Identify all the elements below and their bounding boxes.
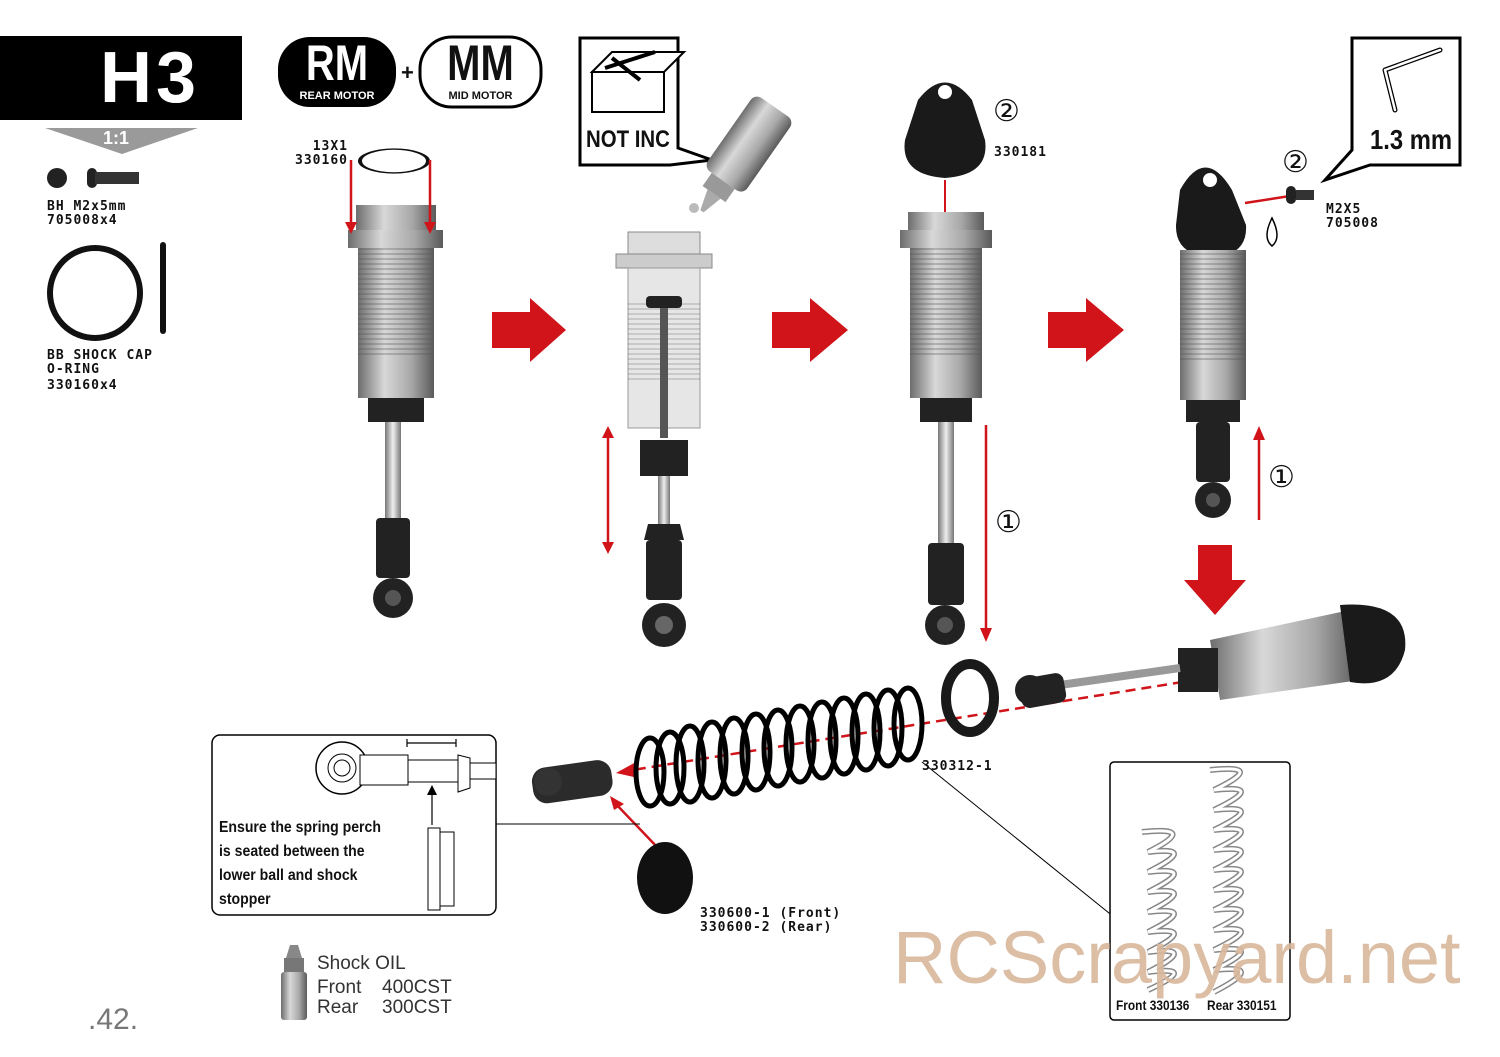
oring-icon: [47, 245, 143, 341]
next-arrow-3: [1048, 298, 1124, 362]
stopper-codes: 330600-1 (Front) 330600-2 (Rear): [700, 906, 842, 935]
spring-icon: [633, 685, 925, 809]
shock-oil-title: Shock OIL: [317, 953, 406, 974]
part-code-screw: 705008x4: [47, 213, 118, 228]
hex-key-size: 1.3 mm: [1370, 124, 1453, 155]
mm-badge: [418, 35, 543, 109]
oil-bottle-icon: [700, 96, 792, 213]
oil-front-label: Front: [317, 977, 362, 998]
spring-rear-label: Rear 330151: [1207, 997, 1277, 1013]
part-name-oring: BB SHOCK CAP O-RING: [47, 348, 153, 377]
step-banner: [0, 36, 242, 120]
scale-triangle: [45, 128, 198, 154]
rm-badge-label: RM: [305, 35, 369, 91]
shock-body-4: [1175, 167, 1314, 520]
plus-sign: +: [401, 60, 414, 85]
spring-perch-code: 330312-1: [922, 759, 993, 774]
shock-cap-icon: [904, 82, 986, 178]
part-code-oring: 330160x4: [47, 378, 118, 393]
down-arrow: [1184, 545, 1246, 615]
shock-body-3: [900, 82, 992, 645]
step-1-marker: ①: [1268, 461, 1295, 494]
not-included-label: NOT INC: [586, 126, 670, 153]
rm-badge-sub: REAR MOTOR: [299, 90, 375, 102]
rm-badge: [278, 37, 396, 107]
mm-badge-sub: MID MOTOR: [448, 90, 513, 102]
shock-body-2: [602, 231, 713, 647]
step-2-marker: ②: [993, 95, 1020, 128]
screw-icon: [47, 168, 139, 188]
assembled-shock-exploded: [496, 604, 1406, 931]
shock-body-1: [345, 148, 443, 618]
oil-front-value: 400CST: [382, 977, 452, 998]
hex-key-callout: [1320, 36, 1462, 184]
inset-detail: [211, 734, 497, 916]
oil-rear-value: 300CST: [382, 997, 452, 1018]
screw-icon: [1286, 186, 1296, 204]
oring-side-icon: [160, 242, 166, 334]
watermark: RCScrapyard.net: [893, 916, 1461, 999]
screw-callout: M2X5 705008: [1326, 202, 1379, 231]
step-1-marker: ①: [995, 506, 1022, 539]
spring-front-label: Front 330136: [1116, 997, 1190, 1013]
page-number: .42.: [88, 1003, 139, 1036]
shock-oil-bottle-icon: [281, 945, 307, 1020]
scale-label: 1:1: [103, 128, 130, 148]
oil-drop: [689, 203, 699, 213]
part-name-screw: BH M2x5mm: [47, 199, 127, 214]
oring-callout: 13X1 330160: [295, 139, 348, 168]
shock-stopper-icon: [637, 842, 693, 914]
mm-badge-label: MM: [447, 35, 514, 91]
next-arrow-1: [492, 298, 566, 362]
spring-perch-icon: [941, 659, 999, 737]
next-arrow-2: [772, 298, 848, 362]
step-title: H3: [100, 38, 201, 118]
step-2-marker: ②: [1282, 146, 1309, 179]
springs-chart: [1109, 761, 1291, 1021]
cap-part-code: 330181: [994, 145, 1047, 160]
inset-note: Ensure the spring perch is seated betwee…: [219, 819, 381, 908]
oil-rear-label: Rear: [317, 997, 359, 1018]
